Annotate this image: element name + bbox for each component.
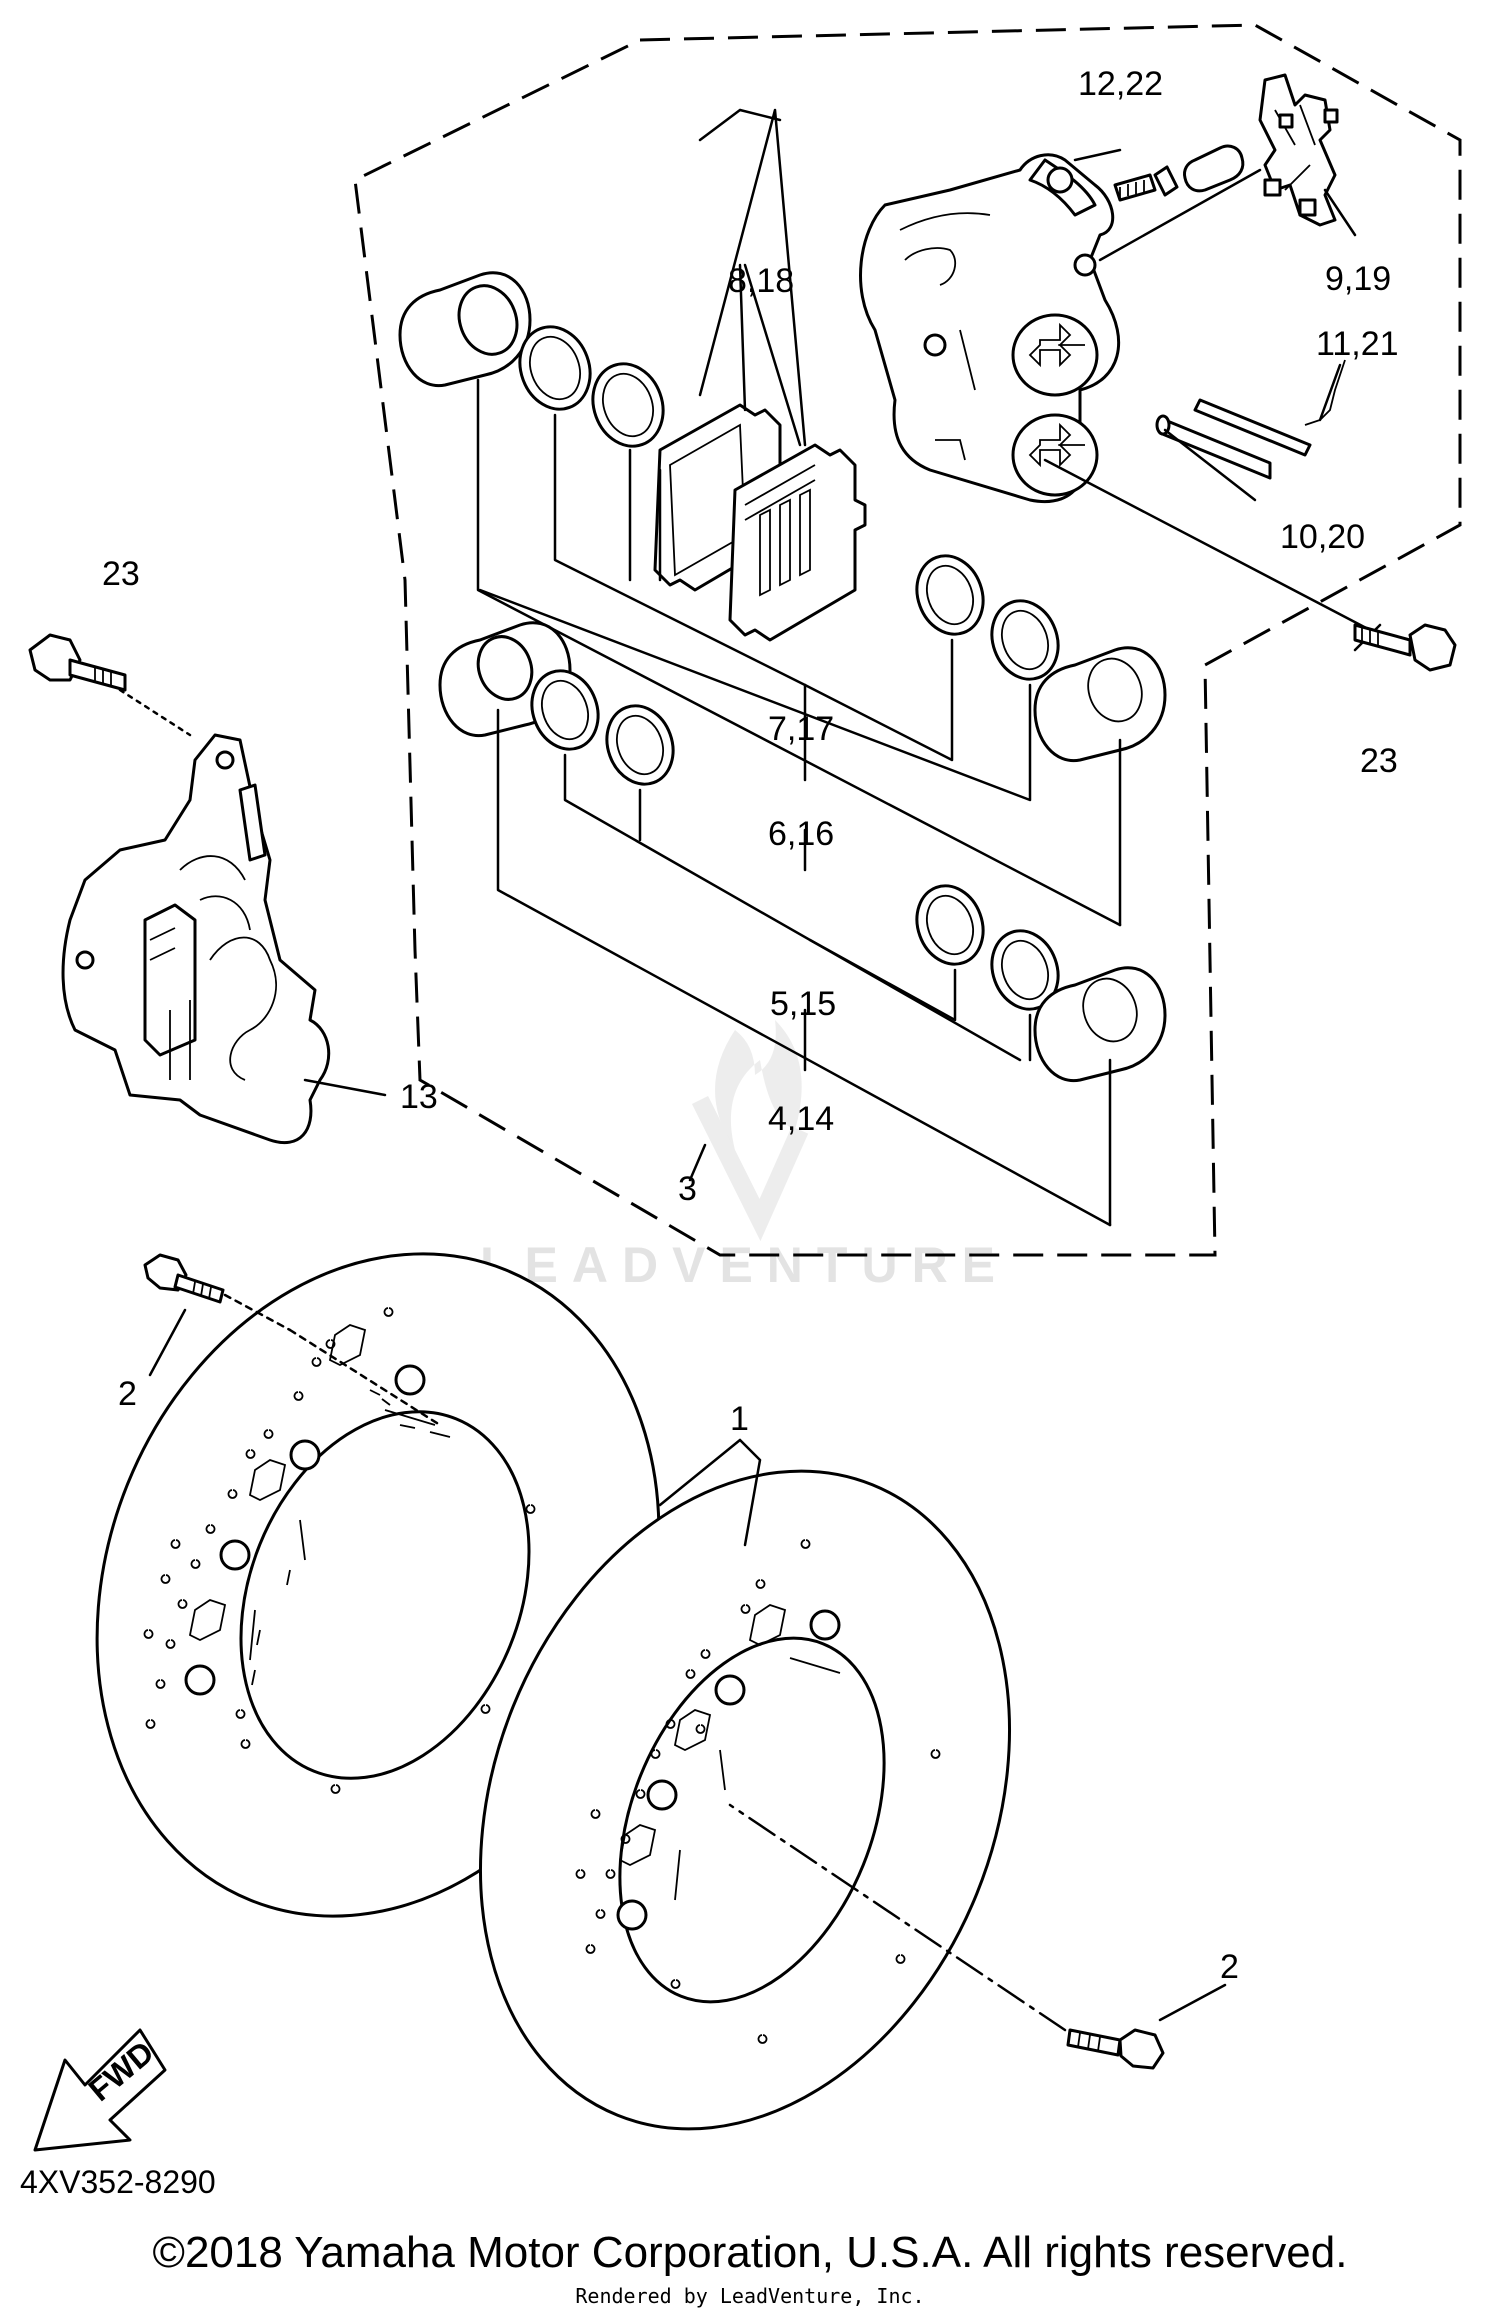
callout-23-right: 23 (1360, 742, 1398, 780)
callout-4-14: 4,14 (768, 1100, 834, 1138)
piston-kit-upper (398, 271, 1167, 763)
callout-5-15: 5,15 (770, 985, 836, 1023)
callout-12-22: 12,22 (1078, 65, 1163, 103)
bleed-screw (1113, 144, 1245, 202)
leader-13 (303, 1078, 387, 1097)
pad-pin (1155, 359, 1346, 480)
callout-7-17: 7,17 (768, 710, 834, 748)
callout-2-left: 2 (118, 1375, 137, 1413)
callout-8-18: 8,18 (728, 262, 794, 300)
caliper-left (61, 733, 331, 1145)
fwd-arrow-icon: FWD (33, 2028, 167, 2152)
piston-kit-lower (438, 621, 1167, 1083)
callout-13: 13 (400, 1078, 438, 1116)
assembly-boundary (353, 23, 1462, 1257)
diagram-code: 4XV352-8290 (20, 2164, 216, 2200)
leader-1 (658, 1438, 762, 1547)
callout-10-20: 10,20 (1280, 518, 1365, 556)
watermark-text: LEADVENTURE (480, 1237, 1009, 1293)
brake-disc-left-holes (143, 1307, 536, 1794)
callout-6-16: 6,16 (768, 815, 834, 853)
leader-2-left (148, 1308, 187, 1377)
callout-3: 3 (678, 1170, 697, 1208)
brake-disc-right-holes (575, 1539, 941, 2044)
disc-bolt-left (143, 1253, 442, 1427)
caliper-body (859, 153, 1121, 503)
leader-2-right (1158, 1983, 1227, 2022)
callout-23-left: 23 (102, 555, 140, 593)
brake-pads (653, 403, 867, 642)
pad-spring (1258, 73, 1339, 227)
callout-2-right: 2 (1220, 1948, 1239, 1986)
callout-1: 1 (730, 1400, 749, 1438)
watermark-logo (691, 1020, 809, 1242)
caliper-bolt-right (1353, 623, 1457, 672)
callout-11-21: 11,21 (1316, 325, 1399, 363)
rendered-by-notice: Rendered by LeadVenture, Inc. (575, 2284, 925, 2308)
copyright-notice: ©2018 Yamaha Motor Corporation, U.S.A. A… (152, 2228, 1348, 2277)
disc-bolt-right (728, 1803, 1165, 2070)
caliper-bolt-left (28, 633, 192, 737)
piston-leader-lines (476, 378, 1122, 1227)
callout-9-19: 9,19 (1325, 260, 1391, 298)
